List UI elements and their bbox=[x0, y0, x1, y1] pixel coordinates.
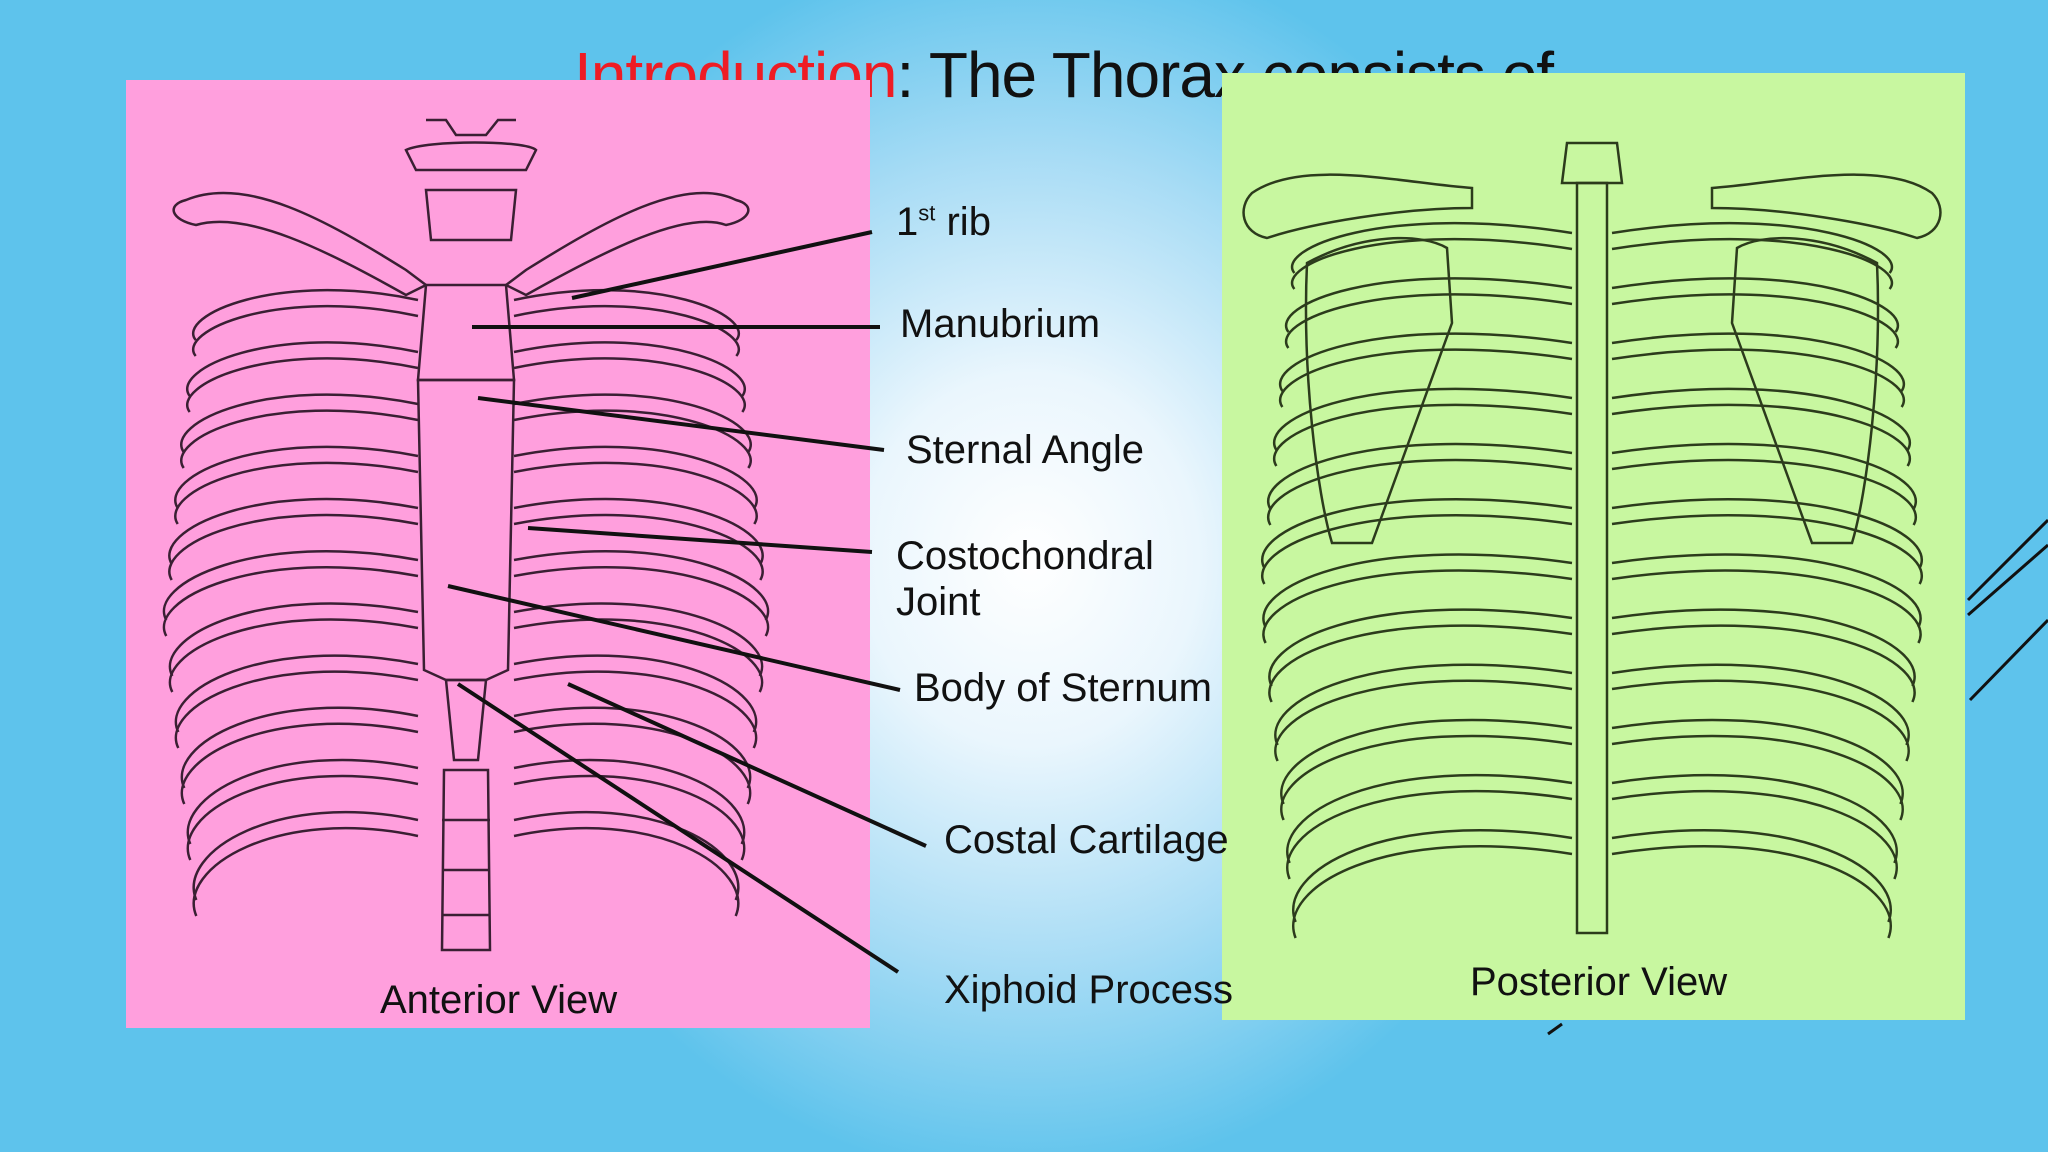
rib-arc bbox=[1285, 293, 1573, 349]
posterior-view-label: Posterior View bbox=[1470, 960, 1728, 1004]
rib-arc bbox=[1611, 553, 1922, 628]
label-costal-cartilage: Costal Cartilage bbox=[944, 818, 1229, 862]
rib-arc bbox=[174, 670, 419, 749]
rib-arc bbox=[1292, 845, 1573, 939]
rib-arc bbox=[1292, 829, 1573, 923]
rib-arc bbox=[1279, 332, 1573, 392]
rib-arc bbox=[1274, 679, 1573, 762]
label-body-of-sternum: Body of Sternum bbox=[914, 666, 1212, 710]
rib-arc bbox=[1291, 237, 1573, 290]
rib-arc bbox=[168, 602, 419, 677]
rib-arc bbox=[1611, 442, 1917, 510]
rib-arc bbox=[1611, 332, 1905, 392]
rib-arc bbox=[180, 409, 419, 469]
rib-arc bbox=[1611, 293, 1899, 349]
rib-arc bbox=[192, 826, 419, 917]
rib-arc bbox=[174, 445, 419, 509]
rib-arc bbox=[1285, 277, 1573, 333]
rib-arc bbox=[1261, 514, 1573, 585]
rib-arc bbox=[1611, 514, 1923, 585]
rib-arc bbox=[192, 288, 419, 341]
rib-arc bbox=[1273, 403, 1573, 467]
rib-arc bbox=[180, 393, 419, 453]
rib-arc bbox=[513, 461, 758, 525]
rib-arc bbox=[1274, 663, 1573, 746]
rib-arc bbox=[1611, 789, 1898, 880]
rib-arc bbox=[1611, 498, 1923, 569]
label-sternal-angle: Sternal Angle bbox=[906, 428, 1144, 472]
rib-arc bbox=[168, 618, 419, 693]
rib-arc bbox=[1280, 734, 1573, 821]
rib-arc bbox=[1611, 458, 1917, 526]
rib-arc bbox=[513, 304, 740, 357]
rib-arc bbox=[513, 409, 752, 469]
rib-arc bbox=[174, 654, 419, 733]
rib-arc bbox=[513, 654, 758, 733]
anterior-ribcage-drawing bbox=[162, 118, 770, 952]
rib-arc bbox=[1611, 403, 1911, 467]
rib-arc bbox=[513, 706, 752, 789]
rib-arc bbox=[513, 393, 752, 453]
rib-arc bbox=[162, 566, 419, 637]
rib-arc bbox=[1280, 718, 1573, 805]
rib-arc bbox=[1268, 608, 1573, 687]
rib-arc bbox=[1611, 237, 1893, 290]
anterior-panel bbox=[126, 80, 870, 1028]
rib-arc bbox=[168, 497, 419, 565]
rib-arc bbox=[1267, 458, 1573, 526]
rib-arc bbox=[192, 304, 419, 357]
anterior-view-label: Anterior View bbox=[380, 978, 618, 1022]
rib-arc bbox=[513, 357, 746, 413]
posterior-ribcage-drawing bbox=[1242, 141, 1942, 939]
rib-arc bbox=[1611, 348, 1905, 408]
rib-arc bbox=[513, 602, 764, 677]
rib-arc bbox=[1611, 569, 1922, 644]
rib-arc bbox=[1611, 608, 1916, 687]
rib-arc bbox=[1262, 553, 1573, 628]
rib-arc bbox=[1268, 624, 1573, 703]
rib-arc bbox=[1611, 679, 1910, 762]
rib-arc bbox=[513, 566, 770, 637]
rib-arc bbox=[1611, 845, 1892, 939]
rib-arc bbox=[1273, 387, 1573, 451]
rib-arc bbox=[1286, 789, 1573, 880]
rib-arc bbox=[180, 706, 419, 789]
rib-arc bbox=[513, 550, 770, 621]
label-costochondral-2: Joint bbox=[896, 580, 981, 624]
rib-arc bbox=[186, 357, 419, 413]
rib-arc bbox=[1611, 221, 1893, 274]
rib-arc bbox=[1611, 624, 1916, 703]
posterior-panel bbox=[1222, 73, 1965, 1020]
rib-arc bbox=[186, 758, 419, 845]
rib-arc bbox=[1267, 442, 1573, 510]
rib-arc bbox=[1611, 829, 1892, 923]
rib-arc bbox=[1611, 734, 1904, 821]
rib-arc bbox=[1279, 348, 1573, 408]
rib-arc bbox=[513, 618, 764, 693]
label-costochondral-1: Costochondral bbox=[896, 534, 1154, 578]
rib-arc bbox=[1291, 221, 1573, 274]
rib-arc bbox=[1611, 718, 1904, 805]
rib-arc bbox=[513, 445, 758, 509]
rib-arc bbox=[186, 774, 419, 861]
rib-arc bbox=[192, 810, 419, 901]
label-manubrium: Manubrium bbox=[900, 302, 1101, 346]
rib-arc bbox=[180, 722, 419, 805]
rib-arc bbox=[513, 288, 740, 341]
rib-arc bbox=[162, 550, 419, 621]
rib-arc bbox=[186, 341, 419, 397]
label-xiphoid-process: Xiphoid Process bbox=[944, 968, 1234, 1012]
rib-arc bbox=[1286, 773, 1573, 864]
rib-arc bbox=[1611, 277, 1899, 333]
label-first-rib: 1st rib bbox=[896, 200, 991, 244]
rib-arc bbox=[1611, 663, 1910, 746]
rib-arc bbox=[1261, 498, 1573, 569]
rib-arc bbox=[1262, 569, 1573, 644]
rib-arc bbox=[1611, 387, 1911, 451]
rib-arc bbox=[174, 461, 419, 525]
rib-arc bbox=[168, 513, 419, 581]
rib-arc bbox=[1611, 773, 1898, 864]
rib-arc bbox=[513, 341, 746, 397]
